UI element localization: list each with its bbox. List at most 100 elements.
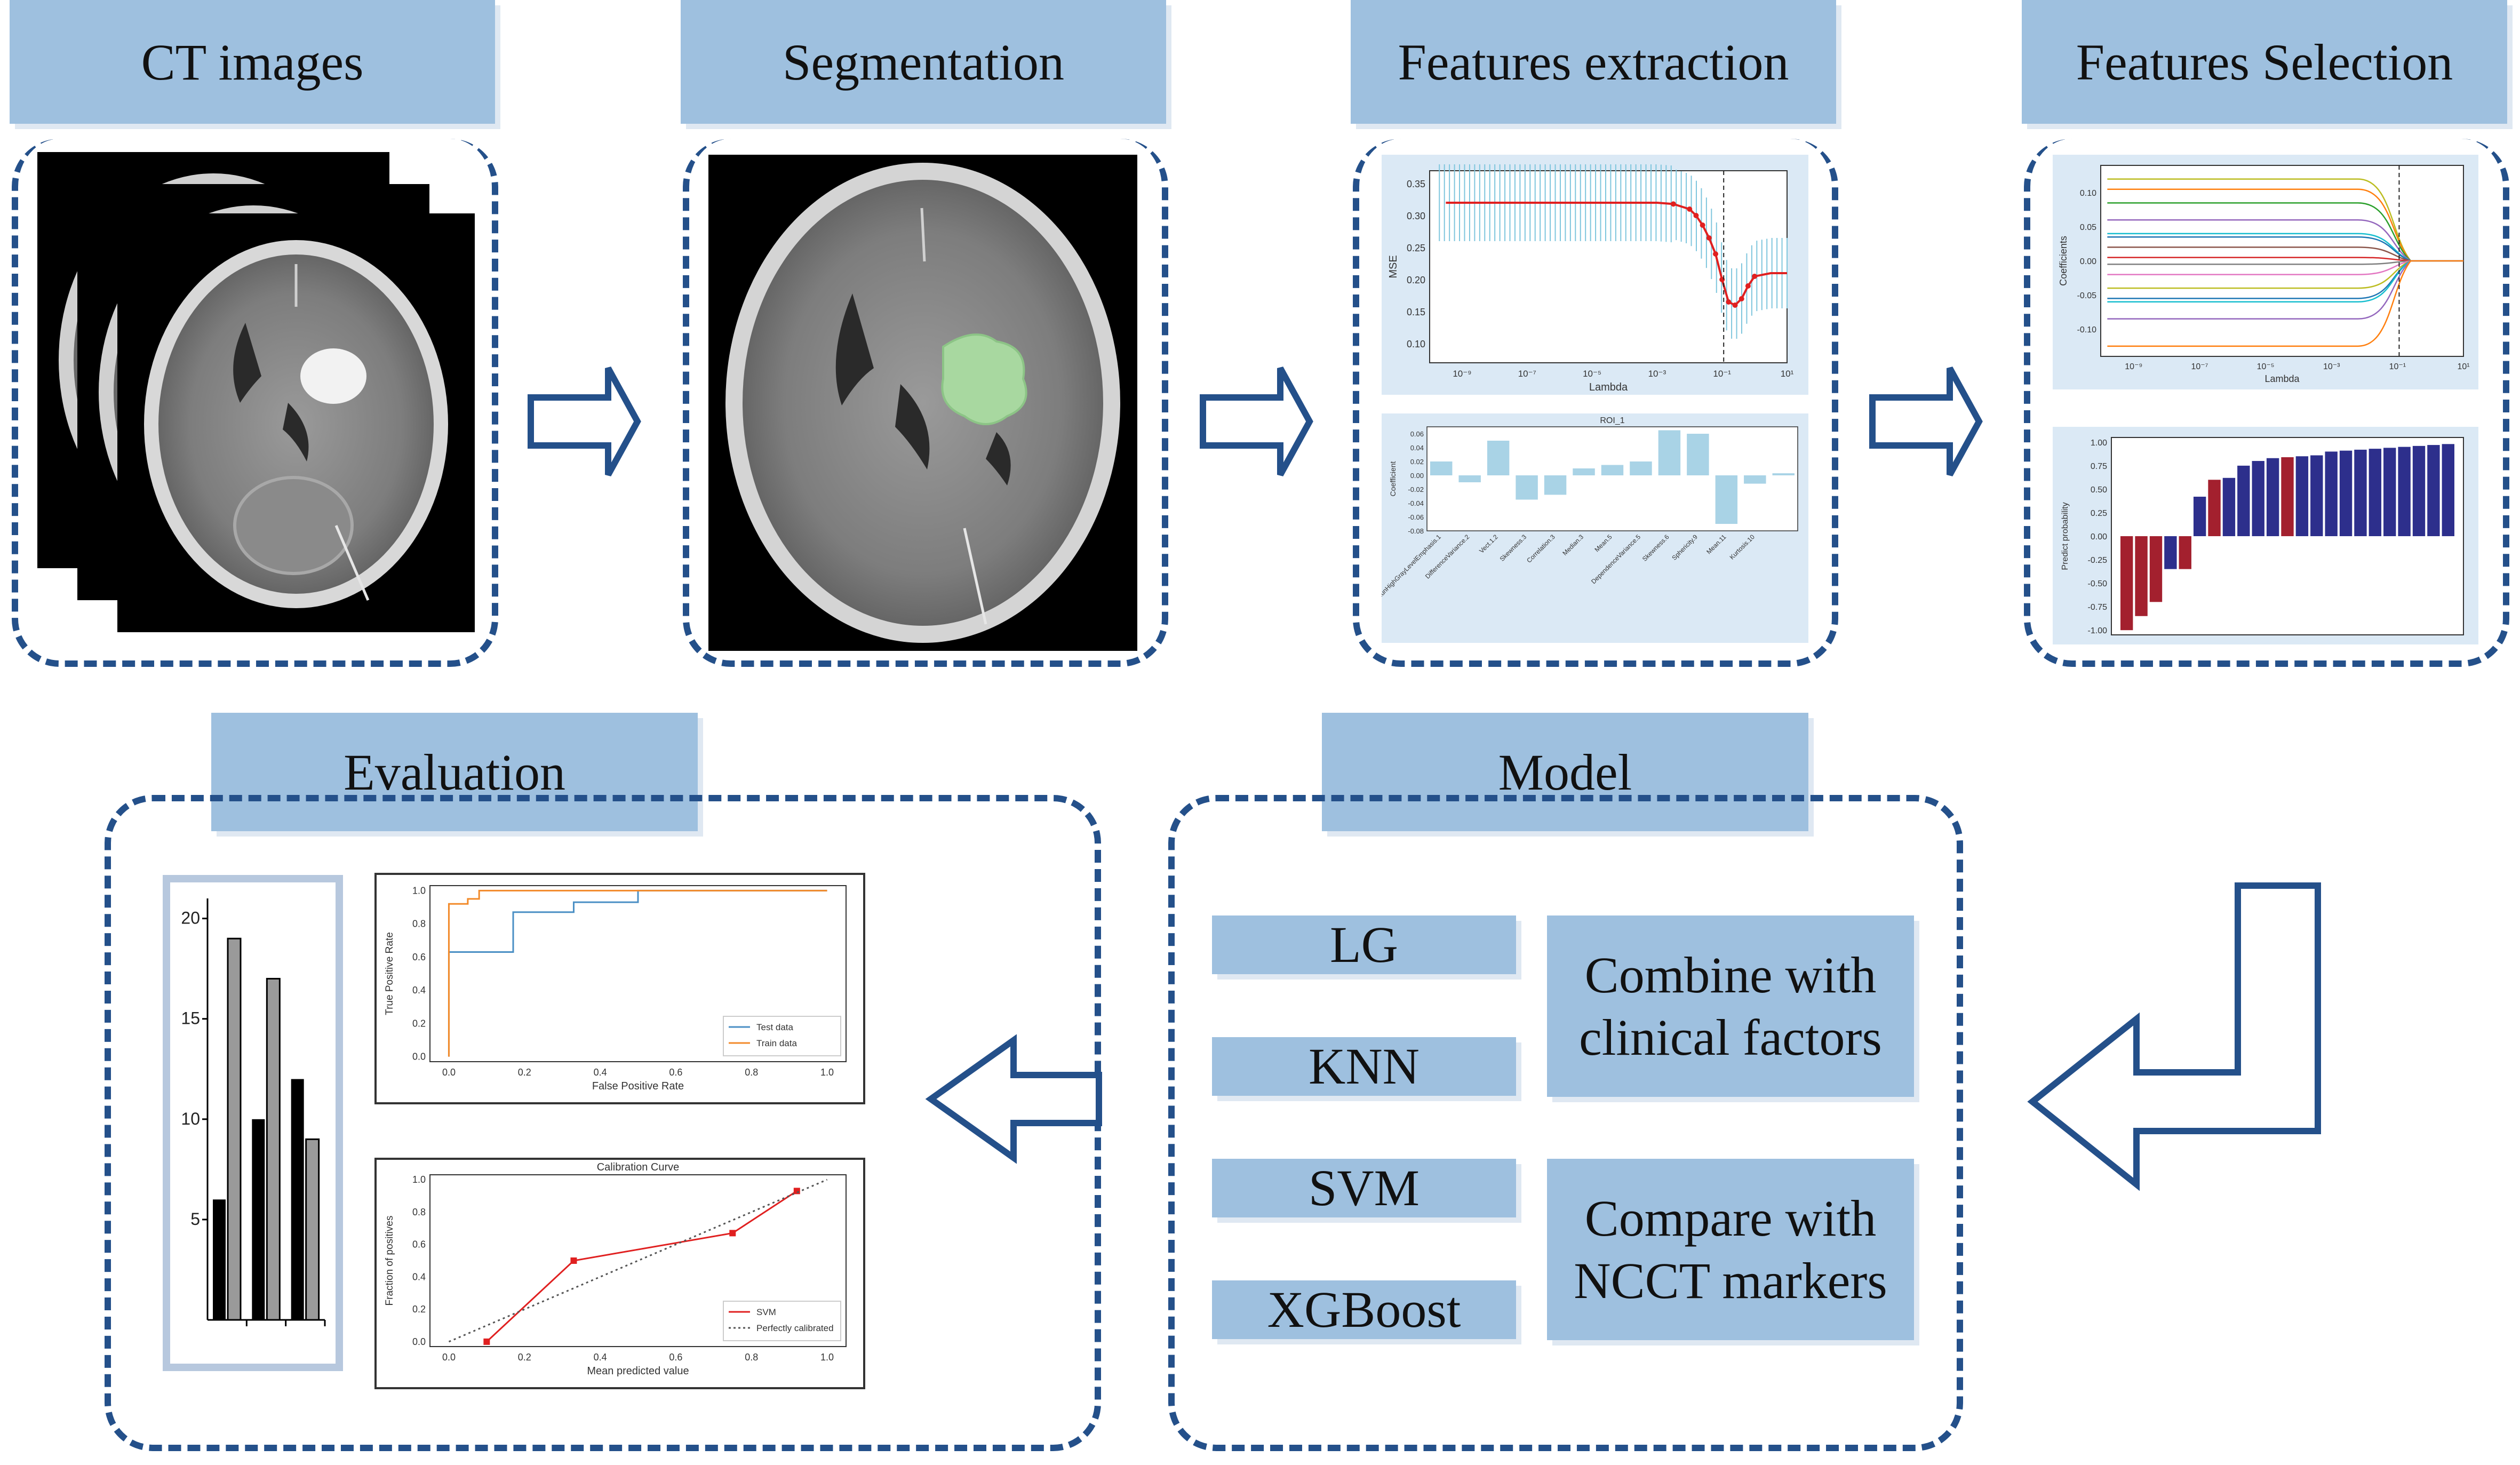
y-axis-label: MSE [1387,255,1399,278]
model-title: Model [1498,743,1632,801]
coefficient-bar [1544,475,1567,495]
chart-title: Calibration Curve [597,1161,680,1173]
x-tick-label: 10¹ [1781,369,1794,379]
coefficient-bar [1458,475,1481,482]
y-tick-label: 5 [190,1209,200,1229]
ct-images-title: CT images [141,33,364,91]
y-axis-label: Predict probability [2061,502,2070,570]
series-line [448,889,827,1057]
coefficient-bar [1487,441,1510,475]
arrow-extraction-to-selection [1869,367,1983,476]
y-tick-label: 0.30 [1407,211,1425,221]
probability-bar [2442,444,2454,536]
coefficient-bar [1601,465,1624,475]
y-tick-label: 0.04 [1410,444,1424,452]
x-axis-label: Lambda [1589,381,1628,393]
legend-box [723,1301,841,1341]
model-svm-label: SVM [1308,1159,1420,1217]
segmentation-frame [683,139,1168,667]
y-tick-label: 0.25 [2091,509,2107,518]
y-tick-label: 10 [181,1109,200,1128]
y-tick-label: 0.8 [412,1207,426,1217]
mse-point [1745,283,1751,289]
probability-bar [2295,456,2309,536]
segmentation-header: Segmentation [681,0,1166,124]
evaluation-title: Evaluation [344,743,565,801]
coefficient-bar [1630,461,1652,475]
ct-images-frame [12,139,498,667]
y-tick-label: 0.6 [412,1239,426,1250]
probability-bar [2325,451,2338,536]
features-extraction-title: Features extraction [1398,33,1789,91]
coefficient-bar [1715,475,1738,524]
mse-point [1752,274,1758,279]
arrow-model-to-evaluation [925,1034,1102,1164]
y-tick-label: 0.35 [1407,179,1425,189]
y-tick-label: 0.2 [412,1304,426,1315]
features-selection-title: Features Selection [2076,33,2453,91]
compare-ncct-box: Compare with NCCT markers [1547,1159,1914,1340]
features-extraction-header: Features extraction [1351,0,1836,124]
probability-bar [2383,448,2396,536]
x-tick-label: 0.2 [518,1352,531,1363]
y-tick-label: 1.00 [2091,439,2107,448]
y-tick-label: -0.04 [1408,499,1424,507]
y-tick-label: 0.00 [1410,472,1424,480]
y-tick-label: 0.6 [412,952,426,962]
y-tick-label: 0.75 [2091,462,2107,471]
x-axis-label: Mean predicted value [587,1365,689,1377]
x-tick-label: 10¹ [2457,362,2469,371]
probability-bar [2222,477,2236,536]
y-axis-label: Coefficients [2058,236,2069,286]
mse-point [1713,251,1718,257]
y-tick-label: 15 [181,1009,200,1028]
y-tick-label: 0.06 [1410,430,1424,438]
x-axis-label: False Positive Rate [592,1080,684,1092]
mse-point [1700,222,1705,228]
y-tick-label: 0.4 [412,1271,426,1282]
y-axis-label: True Positive Rate [384,932,395,1015]
probability-bar [2427,445,2440,536]
y-tick-label: 0.4 [412,985,426,996]
mse-point [1706,235,1712,241]
group-bar-gray [266,977,281,1321]
features-extraction-frame [1353,139,1838,667]
features-selection-frame [2024,139,2509,667]
x-tick-label: 10⁻¹ [1713,369,1731,379]
probability-bar [2339,450,2352,536]
group-bar-gray [305,1138,320,1321]
x-tick-label: 10⁻³ [2323,362,2340,371]
y-tick-label: 0.00 [2080,257,2096,266]
coefficient-bar [1772,473,1795,475]
x-tick-label: 10⁻⁹ [1453,369,1471,379]
y-tick-label: -0.06 [1408,513,1424,521]
chart-title: ROI_1 [1600,416,1624,425]
y-tick-label: -0.02 [1408,485,1424,493]
model-header: Model [1322,713,1808,831]
x-tick-label: 10⁻⁷ [2191,362,2208,371]
y-tick-label: -0.25 [2088,556,2108,565]
probability-bar [2208,480,2221,536]
x-tick-label: 10⁻³ [1648,369,1666,379]
coefficient-bar [1516,475,1538,500]
evaluation-frame [105,795,1101,1451]
probability-bar [2193,497,2206,536]
x-tick-label: 10⁻⁵ [1583,369,1601,379]
series-marker [483,1338,490,1345]
x-tick-label: 1.0 [820,1352,834,1363]
model-svm: SVM [1212,1159,1516,1217]
mse-point [1739,296,1744,301]
probability-bar [2310,455,2323,536]
series-line [448,889,827,1057]
mse-point [1726,299,1732,305]
series-line [448,1179,828,1343]
